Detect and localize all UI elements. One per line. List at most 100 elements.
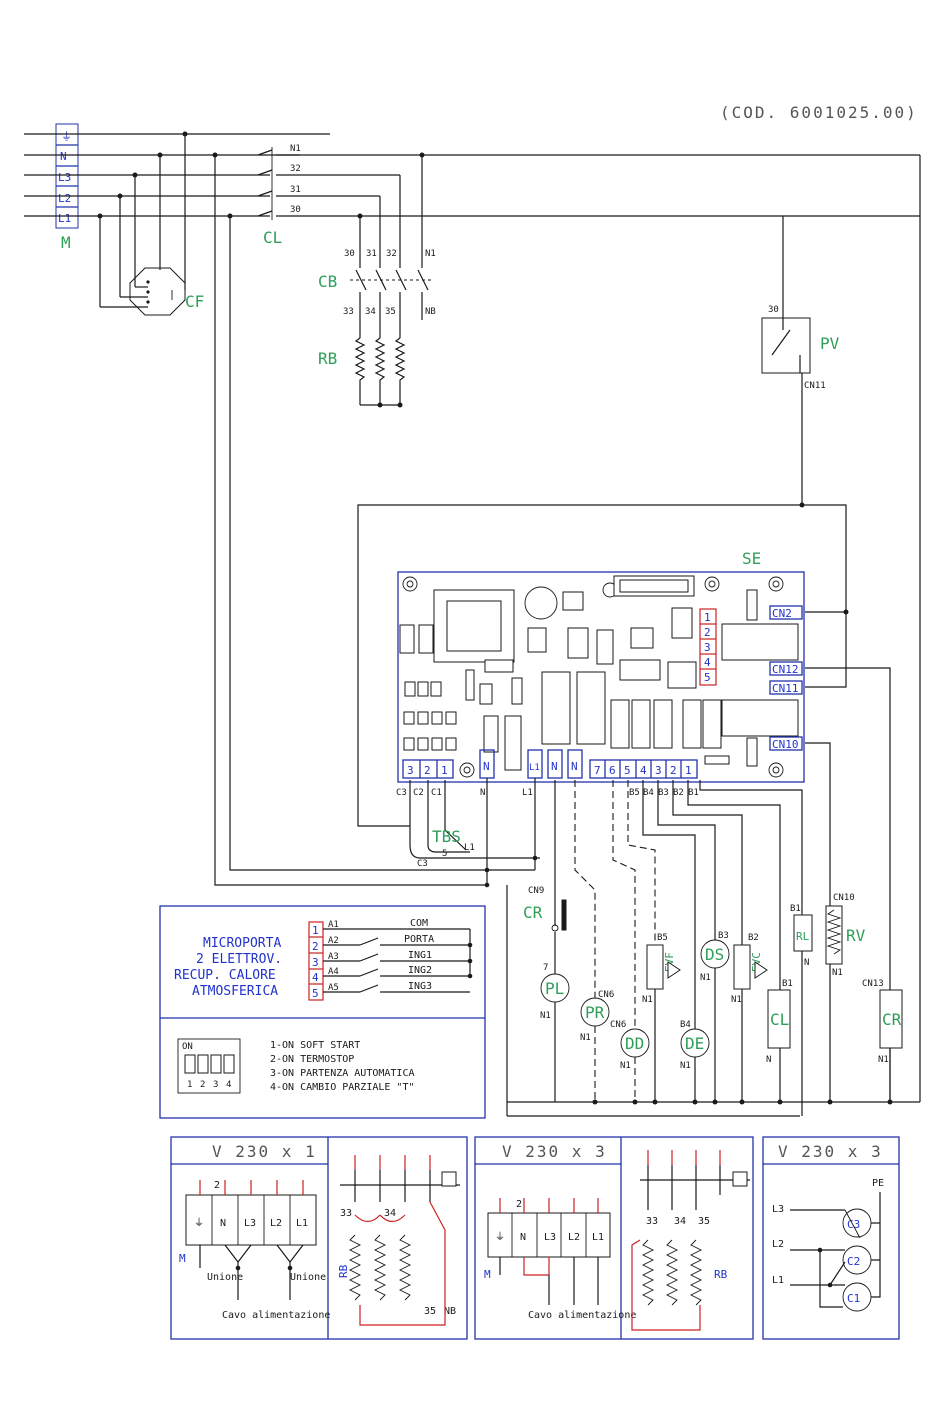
device-pr-pin: CN6	[598, 990, 614, 1000]
io-signal-ing3: ING3	[408, 981, 432, 992]
panel3-phase-l2: L2	[772, 1239, 784, 1250]
board-terminal-2b: 2	[670, 764, 677, 777]
control-board-se: SE	[396, 549, 805, 798]
panel1-heater-33: 33	[340, 1208, 352, 1219]
device-cr-ret: N1	[878, 1055, 889, 1065]
panel2-label-m: M	[484, 1268, 491, 1281]
board-terminal-4: 4	[640, 764, 647, 777]
io-signal-ing1: ING1	[408, 950, 432, 961]
terminal-name-b2: B2	[673, 788, 684, 798]
panel2-label-cavo: Cavo alimentazione	[528, 1310, 636, 1321]
panel1-label-2: 2	[214, 1180, 220, 1191]
cl-contact-n1: N1	[290, 144, 301, 154]
device-evf-pin: B5	[657, 933, 668, 943]
device-pl-ret: N1	[540, 1011, 551, 1021]
device-cl: CL	[770, 1010, 789, 1029]
board-loop-wires	[214, 155, 921, 1102]
cb-top-n1: N1	[425, 249, 436, 259]
device-dd: DD	[625, 1034, 644, 1053]
label-m: M	[61, 233, 71, 252]
label-rb: RB	[318, 349, 337, 368]
panel1-label-unione2: Unione	[290, 1272, 326, 1283]
label-pv: PV	[820, 334, 840, 353]
terminal-name-n: N	[480, 788, 485, 798]
terminal-name-b1: B1	[688, 788, 699, 798]
panel2-term-l3: L3	[544, 1232, 556, 1243]
panel2-heater-34: 34	[674, 1216, 686, 1227]
panel2-title: V 230 x 3	[502, 1142, 607, 1161]
panel2-heater-rb: RB	[714, 1268, 728, 1281]
io-function-2: 2 ELETTROV.	[196, 952, 282, 967]
panel2-term-earth: ⏚	[495, 1231, 505, 1243]
panel3-phase-l3: L3	[772, 1204, 784, 1215]
label-cn11-pv: CN11	[804, 381, 826, 391]
device-de-pin: B4	[680, 1020, 691, 1030]
device-dd-ret: N1	[620, 1061, 631, 1071]
board-connector-cn10: CN10	[772, 738, 799, 751]
board-terminal-7: 7	[594, 764, 601, 777]
io-pin-3: 3	[312, 956, 319, 969]
board-pin-5: 5	[704, 671, 711, 684]
board-terminal-n1: N	[483, 760, 490, 773]
io-function-1: MICROPORTA	[203, 936, 281, 951]
device-rl-ret: N	[804, 958, 809, 968]
panel-230x1: V 230 x 1 ⏚ N L3 L2 L1 2 M Unione Unione…	[170, 1136, 468, 1340]
board-terminal-1b: 1	[685, 764, 692, 777]
board-pin-4: 4	[704, 656, 711, 669]
panel3-coil-c3: C3	[847, 1218, 860, 1231]
device-rl: RL	[796, 930, 810, 943]
terminal-name-b5: B5	[629, 788, 640, 798]
io-pin-4: 4	[312, 971, 319, 984]
panel1-title: V 230 x 1	[212, 1142, 317, 1161]
dip-item-2: 2-ON TERMOSTOP	[270, 1054, 354, 1065]
io-function-3: RECUP. CALORE	[174, 968, 276, 983]
panel1-heater-rb: RB	[337, 1264, 350, 1278]
label-cb: CB	[318, 272, 337, 291]
panel2-term-n: N	[520, 1232, 526, 1243]
io-pin-5: 5	[312, 987, 319, 1000]
dip-item-4: 4-ON CAMBIO PARZIALE "T"	[270, 1082, 415, 1093]
panel1-term-l1: L1	[296, 1218, 308, 1229]
board-pin-1: 1	[704, 611, 711, 624]
board-pin-3: 3	[704, 641, 711, 654]
cb-top-31: 31	[366, 249, 377, 259]
board-terminal-3a: 3	[407, 764, 414, 777]
dip-item-1: 1-ON SOFT START	[270, 1040, 360, 1051]
mains-terminal-l2: L2	[58, 192, 71, 205]
io-function-4: ATMOSFERICA	[192, 984, 278, 999]
io-addr-a3: A3	[328, 952, 339, 962]
io-addr-a5: A5	[328, 983, 339, 993]
panel3-coil-c2: C2	[847, 1255, 860, 1268]
terminal-name-c1: C1	[431, 788, 442, 798]
panel2-heater-35: 35	[698, 1216, 710, 1227]
io-pin-2: 2	[312, 940, 319, 953]
cb-top-32: 32	[386, 249, 397, 259]
panel1-heater-nb: NB	[444, 1306, 456, 1317]
dip-header: ON	[182, 1042, 193, 1052]
label-cn9: CN9	[528, 886, 544, 896]
cb-bottom-34: 34	[365, 307, 376, 317]
panel1-label-unione1: Unione	[207, 1272, 243, 1283]
cl-contact-30: 30	[290, 205, 301, 215]
device-pr-ret: N1	[580, 1033, 591, 1043]
terminal-name-b4: B4	[643, 788, 654, 798]
board-terminal-5: 5	[624, 764, 631, 777]
board-terminal-6: 6	[609, 764, 616, 777]
io-pin-1: 1	[312, 924, 319, 937]
panel-230x3-motor: V 230 x 3 PE L3 L2 L1 C3 C2 C1	[762, 1136, 900, 1340]
device-rv-ret: N1	[832, 968, 843, 978]
dip-number-2: 2	[200, 1080, 205, 1090]
terminal-name-c2: C2	[413, 788, 424, 798]
device-rl-pin: B1	[790, 904, 801, 914]
label-cn10: CN10	[833, 893, 855, 903]
pv-number: 30	[768, 305, 779, 315]
device-ds-ret: N1	[700, 973, 711, 983]
pressure-switch-pv: 30 PV CN11	[761, 216, 840, 508]
board-terminal-n2: N	[551, 760, 558, 773]
io-addr-a4: A4	[328, 967, 339, 977]
board-connector-cn2: CN2	[772, 607, 792, 620]
panel2-heater-33: 33	[646, 1216, 658, 1227]
device-cr: CR	[882, 1010, 902, 1029]
io-signal-porta: PORTA	[404, 934, 434, 945]
terminal-name-l1: L1	[522, 788, 533, 798]
